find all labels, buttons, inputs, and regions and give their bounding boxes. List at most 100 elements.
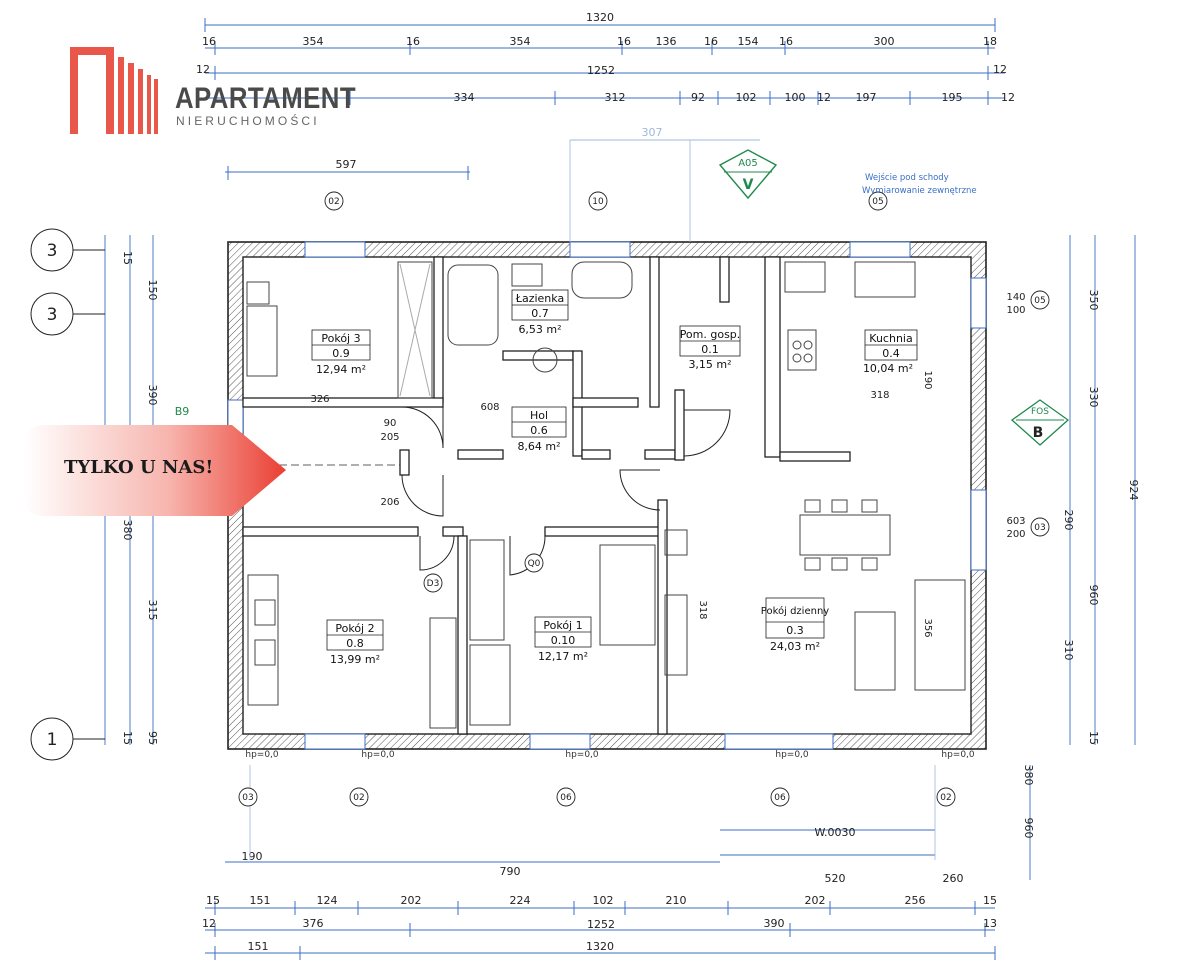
dim-right-3: 350 — [1087, 290, 1100, 311]
dim-left-1: 15 — [121, 251, 134, 265]
room-pokoj1-area: 12,17 m² — [538, 650, 588, 663]
opening-5: 90 — [384, 418, 397, 429]
dim-top-total: 1320 — [586, 11, 614, 24]
hp-label-4: hp=0,0 — [775, 750, 809, 760]
room-pokoj1-name: Pokój 1 — [543, 619, 582, 632]
room-labels: Pokój 3 0.9 12,94 m² Łazienka 0.7 6,53 m… — [311, 289, 918, 666]
section-fos-label: FOS — [1031, 407, 1049, 417]
bottom-dimension-ticks — [214, 901, 996, 960]
room-lazienka-area: 6,53 m² — [518, 323, 561, 336]
exterior-walls — [227, 241, 987, 750]
brand-logo-icon — [70, 47, 158, 134]
promo-badge — [24, 425, 286, 516]
hp-label-3: hp=0,0 — [565, 750, 599, 760]
dim-top-16: 312 — [605, 91, 626, 104]
axis-label-3a: 3 — [47, 241, 58, 261]
tag-10-top: 10 — [592, 197, 604, 207]
room-pomgosp-area: 3,15 m² — [688, 358, 731, 371]
room-lazienka-id: 0.7 — [531, 307, 549, 320]
dim-top-1: 16 — [202, 35, 216, 48]
dim-top-2: 354 — [303, 35, 324, 48]
room-dzienny-name: Pokój dzienny — [761, 605, 830, 617]
room-pomgosp-id: 0.1 — [701, 343, 719, 356]
dim-top-19: 100 — [785, 91, 806, 104]
dim-top-5: 16 — [617, 35, 631, 48]
dim-top-3: 16 — [406, 35, 420, 48]
tag-02-bot2: 02 — [940, 793, 951, 803]
tag-05-right: 05 — [1034, 296, 1045, 306]
section-marker-b: FOS B — [1010, 399, 1070, 446]
dim-top-sub-1: 597 — [336, 158, 357, 171]
dim-top-4: 354 — [510, 35, 531, 48]
dim-left-6: 15 — [121, 731, 134, 745]
dim-top-9: 16 — [779, 35, 793, 48]
annotation-entrance: Wejście pod schody — [865, 172, 949, 183]
interior-walls — [242, 256, 851, 735]
hp-label-1: hp=0,0 — [245, 750, 279, 760]
opening-12: 318 — [697, 600, 708, 619]
room-kuchnia-name: Kuchnia — [869, 332, 912, 345]
brand-tagline: NIERUCHOMOŚCI — [176, 114, 320, 128]
dim-bot-6: 102 — [593, 894, 614, 907]
dim-bot-9: 256 — [905, 894, 926, 907]
section-marker-a05: A05 V — [718, 149, 778, 200]
bottom-dimension-lines — [205, 829, 995, 954]
room-pokoj3-name: Pokój 3 — [321, 332, 360, 345]
promo-badge-text: TYLKO U NAS! — [64, 457, 214, 478]
tag-03-right: 03 — [1034, 523, 1045, 533]
tag-06-bot: 06 — [560, 793, 572, 803]
room-pokoj3-id: 0.9 — [332, 347, 350, 360]
hp-label-5: hp=0,0 — [941, 750, 975, 760]
dim-top-13: 1252 — [587, 64, 615, 77]
room-lazienka-name: Łazienka — [515, 292, 564, 305]
dim-bot-16: 151 — [248, 940, 269, 953]
opening-7: 206 — [380, 497, 399, 508]
tag-05-top: 05 — [872, 197, 883, 207]
room-hol-name: Hol — [530, 409, 548, 422]
dim-bot-17: 1320 — [586, 940, 614, 953]
dim-top-14: 12 — [993, 63, 1007, 76]
dim-bot-sub-3: W.0030 — [814, 826, 855, 839]
room-pokoj2-id: 0.8 — [346, 637, 364, 650]
dim-bot-13: 1252 — [587, 918, 615, 931]
dim-right-7: 15 — [1087, 731, 1100, 745]
hp-labels: hp=0,0 hp=0,0 hp=0,0 hp=0,0 hp=0,0 — [245, 750, 975, 760]
dim-bot-7: 210 — [666, 894, 687, 907]
dim-top-18: 102 — [736, 91, 757, 104]
tag-bubbles — [238, 191, 1050, 807]
dim-left-3: 390 — [146, 385, 159, 406]
annotation-insulation: Wymiarowanie zewnętrzne — [862, 186, 977, 196]
dim-bot-sub-5: 260 — [943, 872, 964, 885]
dim-right-2: 330 — [1087, 387, 1100, 408]
dim-bot-2: 151 — [250, 894, 271, 907]
room-hol-area: 8,64 m² — [517, 440, 560, 453]
opening-1: 140 — [1006, 292, 1025, 303]
dim-top-sub-2: 307 — [642, 126, 663, 139]
dim-top-10: 300 — [874, 35, 895, 48]
dim-right-5: 960 — [1087, 585, 1100, 606]
top-dimension-ticks — [204, 18, 996, 180]
hp-label-2: hp=0,0 — [361, 750, 395, 760]
room-kuchnia-id: 0.4 — [882, 347, 900, 360]
room-pokoj3-area: 12,94 m² — [316, 363, 366, 376]
opening-6: 205 — [380, 432, 399, 443]
dim-bot-3: 124 — [317, 894, 338, 907]
tag-d3: D3 — [427, 579, 440, 589]
annotations: Wejście pod schody Wymiarowanie zewnętrz… — [862, 172, 977, 196]
room-kuchnia-area: 10,04 m² — [863, 362, 913, 375]
room-hol-id: 0.6 — [530, 424, 548, 437]
section-v-label: V — [743, 177, 754, 193]
bottom-dimension-labels: 15 151 124 202 224 102 210 202 256 15 12… — [202, 826, 997, 953]
dim-bot-1: 15 — [206, 894, 220, 907]
dim-bot-sub-1: 190 — [242, 850, 263, 863]
dim-right-4: 290 — [1062, 510, 1075, 531]
axis-label-3b: 3 — [47, 305, 58, 325]
room-dzienny-area: 24,03 m² — [770, 640, 820, 653]
room-pokoj2-area: 13,99 m² — [330, 653, 380, 666]
dim-left-7: 95 — [146, 731, 159, 745]
dim-left-2: 150 — [146, 280, 159, 301]
dim-bot-4: 202 — [401, 894, 422, 907]
room-pokoj1-id: 0.10 — [551, 634, 576, 647]
tag-02-bot: 02 — [353, 793, 364, 803]
